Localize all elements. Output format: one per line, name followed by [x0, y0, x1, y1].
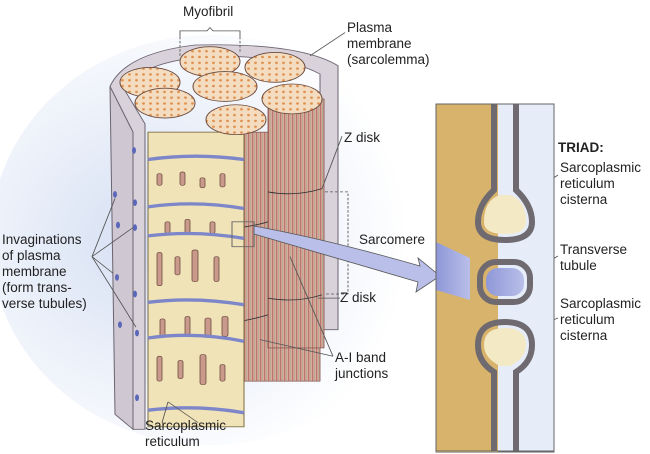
- label-line: Transverse: [560, 242, 628, 257]
- label-line: reticulum: [145, 434, 200, 449]
- label-sr-cisterna-top: Sarcoplasmic reticulum cisterna: [560, 160, 641, 208]
- label-line: cisterna: [560, 192, 608, 207]
- label-line: Sarcoplasmic: [560, 296, 642, 311]
- myofibril-column: [267, 98, 325, 349]
- label-line: Invaginations: [2, 232, 82, 247]
- label-line: cisterna: [560, 328, 608, 343]
- label-line: (form trans-: [2, 280, 72, 295]
- label-line: Sarcoplasmic: [560, 160, 642, 175]
- label-line: (sarcolemma): [347, 52, 430, 67]
- label-line: junctions: [335, 366, 389, 381]
- z-disk-line: [267, 188, 323, 195]
- label-line: of plasma: [2, 248, 61, 263]
- z-disk-line: [267, 294, 323, 301]
- label-line: reticulum: [560, 176, 615, 191]
- label-triad: TRIAD:: [558, 140, 604, 155]
- label-line: Sarcoplasmic: [145, 418, 227, 433]
- label-line: verse tubules): [2, 296, 87, 311]
- muscle-fiber: [91, 26, 349, 431]
- label-line: tubule: [560, 258, 597, 273]
- triad-inset: [435, 103, 555, 453]
- label-ai-band-junctions: A-I band junctions: [335, 350, 388, 382]
- zoom-arrow: [253, 225, 441, 293]
- label-sarcomere: Sarcomere: [359, 232, 426, 247]
- label-line: membrane: [347, 36, 412, 51]
- label-line: membrane: [2, 264, 67, 279]
- label-z-disk-bottom: Z disk: [340, 290, 377, 305]
- label-sr-cisterna-bottom: Sarcoplasmic reticulum cisterna: [560, 296, 641, 344]
- label-z-disk-top: Z disk: [344, 130, 381, 145]
- t-tubule-openings: [113, 147, 139, 402]
- label-transverse-tubule: Transverse tubule: [560, 242, 627, 274]
- label-invaginations: Invaginations of plasma membrane (form t…: [2, 232, 87, 312]
- leader-lines: [91, 26, 349, 423]
- label-sarcoplasmic-reticulum: Sarcoplasmic reticulum: [145, 418, 226, 450]
- sarcoplasmic-reticulum-front: [147, 131, 245, 428]
- label-line: A-I band: [335, 350, 387, 365]
- label-line: reticulum: [560, 312, 615, 327]
- label-line: Plasma: [347, 20, 393, 35]
- myofibril-cross-sections: [119, 46, 323, 136]
- label-plasma-membrane: Plasma membrane (sarcolemma): [347, 20, 430, 68]
- label-myofibril: Myofibril: [183, 4, 234, 19]
